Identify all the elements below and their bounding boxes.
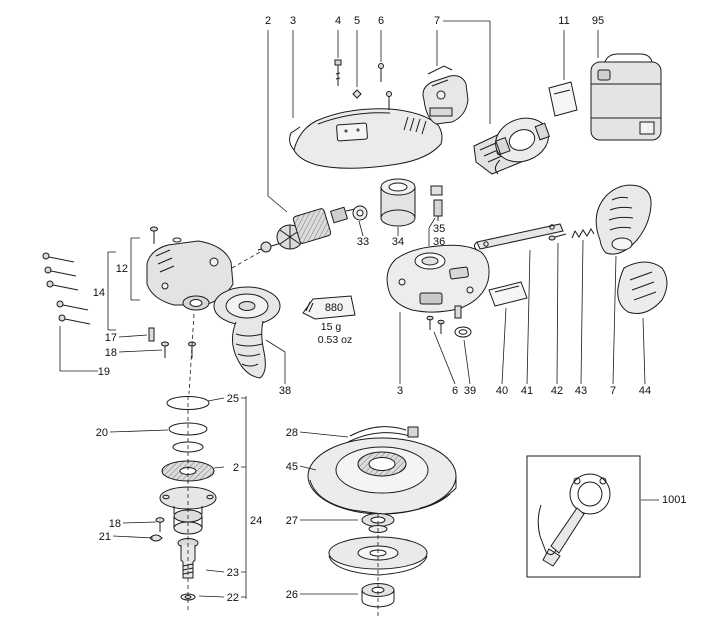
guard-clamp xyxy=(347,426,419,443)
switch-slide-bar xyxy=(474,223,564,251)
callout-18: 18 xyxy=(105,347,117,359)
motor-housing-lower xyxy=(386,244,490,313)
callout-11: 11 xyxy=(558,15,569,27)
housing-screws xyxy=(42,252,91,325)
callout-5: 5 xyxy=(354,15,360,27)
callout-20: 20 xyxy=(96,427,108,439)
grease-tube xyxy=(302,295,356,320)
callout-45: 45 xyxy=(286,461,298,473)
callout-23: 23 xyxy=(227,567,239,579)
callout-27: 27 xyxy=(286,515,298,527)
side-handle xyxy=(213,286,281,379)
spindle-bearing-stack xyxy=(149,396,217,601)
switch-small-parts xyxy=(430,185,443,221)
callout-22: 22 xyxy=(227,592,239,604)
callout-6-top: 6 xyxy=(378,15,384,27)
callout-34: 34 xyxy=(392,236,404,248)
assembly-axis-lines xyxy=(187,251,379,616)
diagram-artwork xyxy=(42,53,668,616)
motor-housing-upper xyxy=(289,108,443,169)
callout-7-bottom: 7 xyxy=(610,385,616,397)
callout-14: 14 xyxy=(93,287,105,299)
label-sheet xyxy=(548,81,578,117)
gear-housing xyxy=(146,226,234,311)
callout-2-bottom: 2 xyxy=(233,462,239,474)
callout-24: 24 xyxy=(250,515,262,527)
grease-code-label: 880 xyxy=(325,302,343,314)
callout-3-top: 3 xyxy=(290,15,296,27)
callout-6-bottom: 6 xyxy=(452,385,458,397)
ball-bearing xyxy=(352,205,368,221)
callout-labels: 2 3 4 5 6 7 11 95 12 14 17 18 19 33 34 3… xyxy=(93,15,687,604)
callout-25: 25 xyxy=(227,393,239,405)
callout-35: 35 xyxy=(433,223,445,235)
callout-40: 40 xyxy=(496,385,508,397)
lower-fasteners xyxy=(426,305,472,338)
grease-weight-grams: 15 g xyxy=(321,321,342,333)
callout-44: 44 xyxy=(639,385,651,397)
callout-36: 36 xyxy=(433,236,445,248)
bearing-plate xyxy=(494,117,551,175)
top-fasteners xyxy=(334,59,392,110)
stator-field xyxy=(380,178,416,227)
grease-weight-ounces: 0.53 oz xyxy=(318,334,352,346)
wheel-guard xyxy=(307,437,457,515)
rating-label xyxy=(488,281,528,307)
callout-95: 95 xyxy=(592,15,604,27)
callout-26: 26 xyxy=(286,589,298,601)
callout-42: 42 xyxy=(551,385,563,397)
callout-43: 43 xyxy=(575,385,587,397)
callout-1001: 1001 xyxy=(662,494,686,506)
callout-7-top: 7 xyxy=(434,15,440,27)
callout-21: 21 xyxy=(99,531,111,543)
callout-18-bottom: 18 xyxy=(109,518,121,530)
callout-39: 39 xyxy=(464,385,476,397)
armature-rotor xyxy=(257,206,356,253)
callout-2-top: 2 xyxy=(265,15,271,27)
callout-17: 17 xyxy=(105,332,117,344)
callout-38: 38 xyxy=(279,385,291,397)
callout-3-bottom: 3 xyxy=(397,385,403,397)
callout-41: 41 xyxy=(521,385,533,397)
callout-33: 33 xyxy=(357,236,369,248)
switch-assembly xyxy=(422,65,469,125)
screw-and-spring xyxy=(548,228,595,241)
pin-and-screws xyxy=(148,327,196,358)
callout-12: 12 xyxy=(116,263,128,275)
side-cover xyxy=(617,261,668,314)
accessory-kit-box xyxy=(526,455,641,578)
callout-4: 4 xyxy=(335,15,341,27)
leader-lines xyxy=(59,20,659,599)
callout-19: 19 xyxy=(98,366,110,378)
battery-pack xyxy=(590,53,662,141)
callout-28: 28 xyxy=(286,427,298,439)
rear-handle-shell xyxy=(595,184,652,255)
